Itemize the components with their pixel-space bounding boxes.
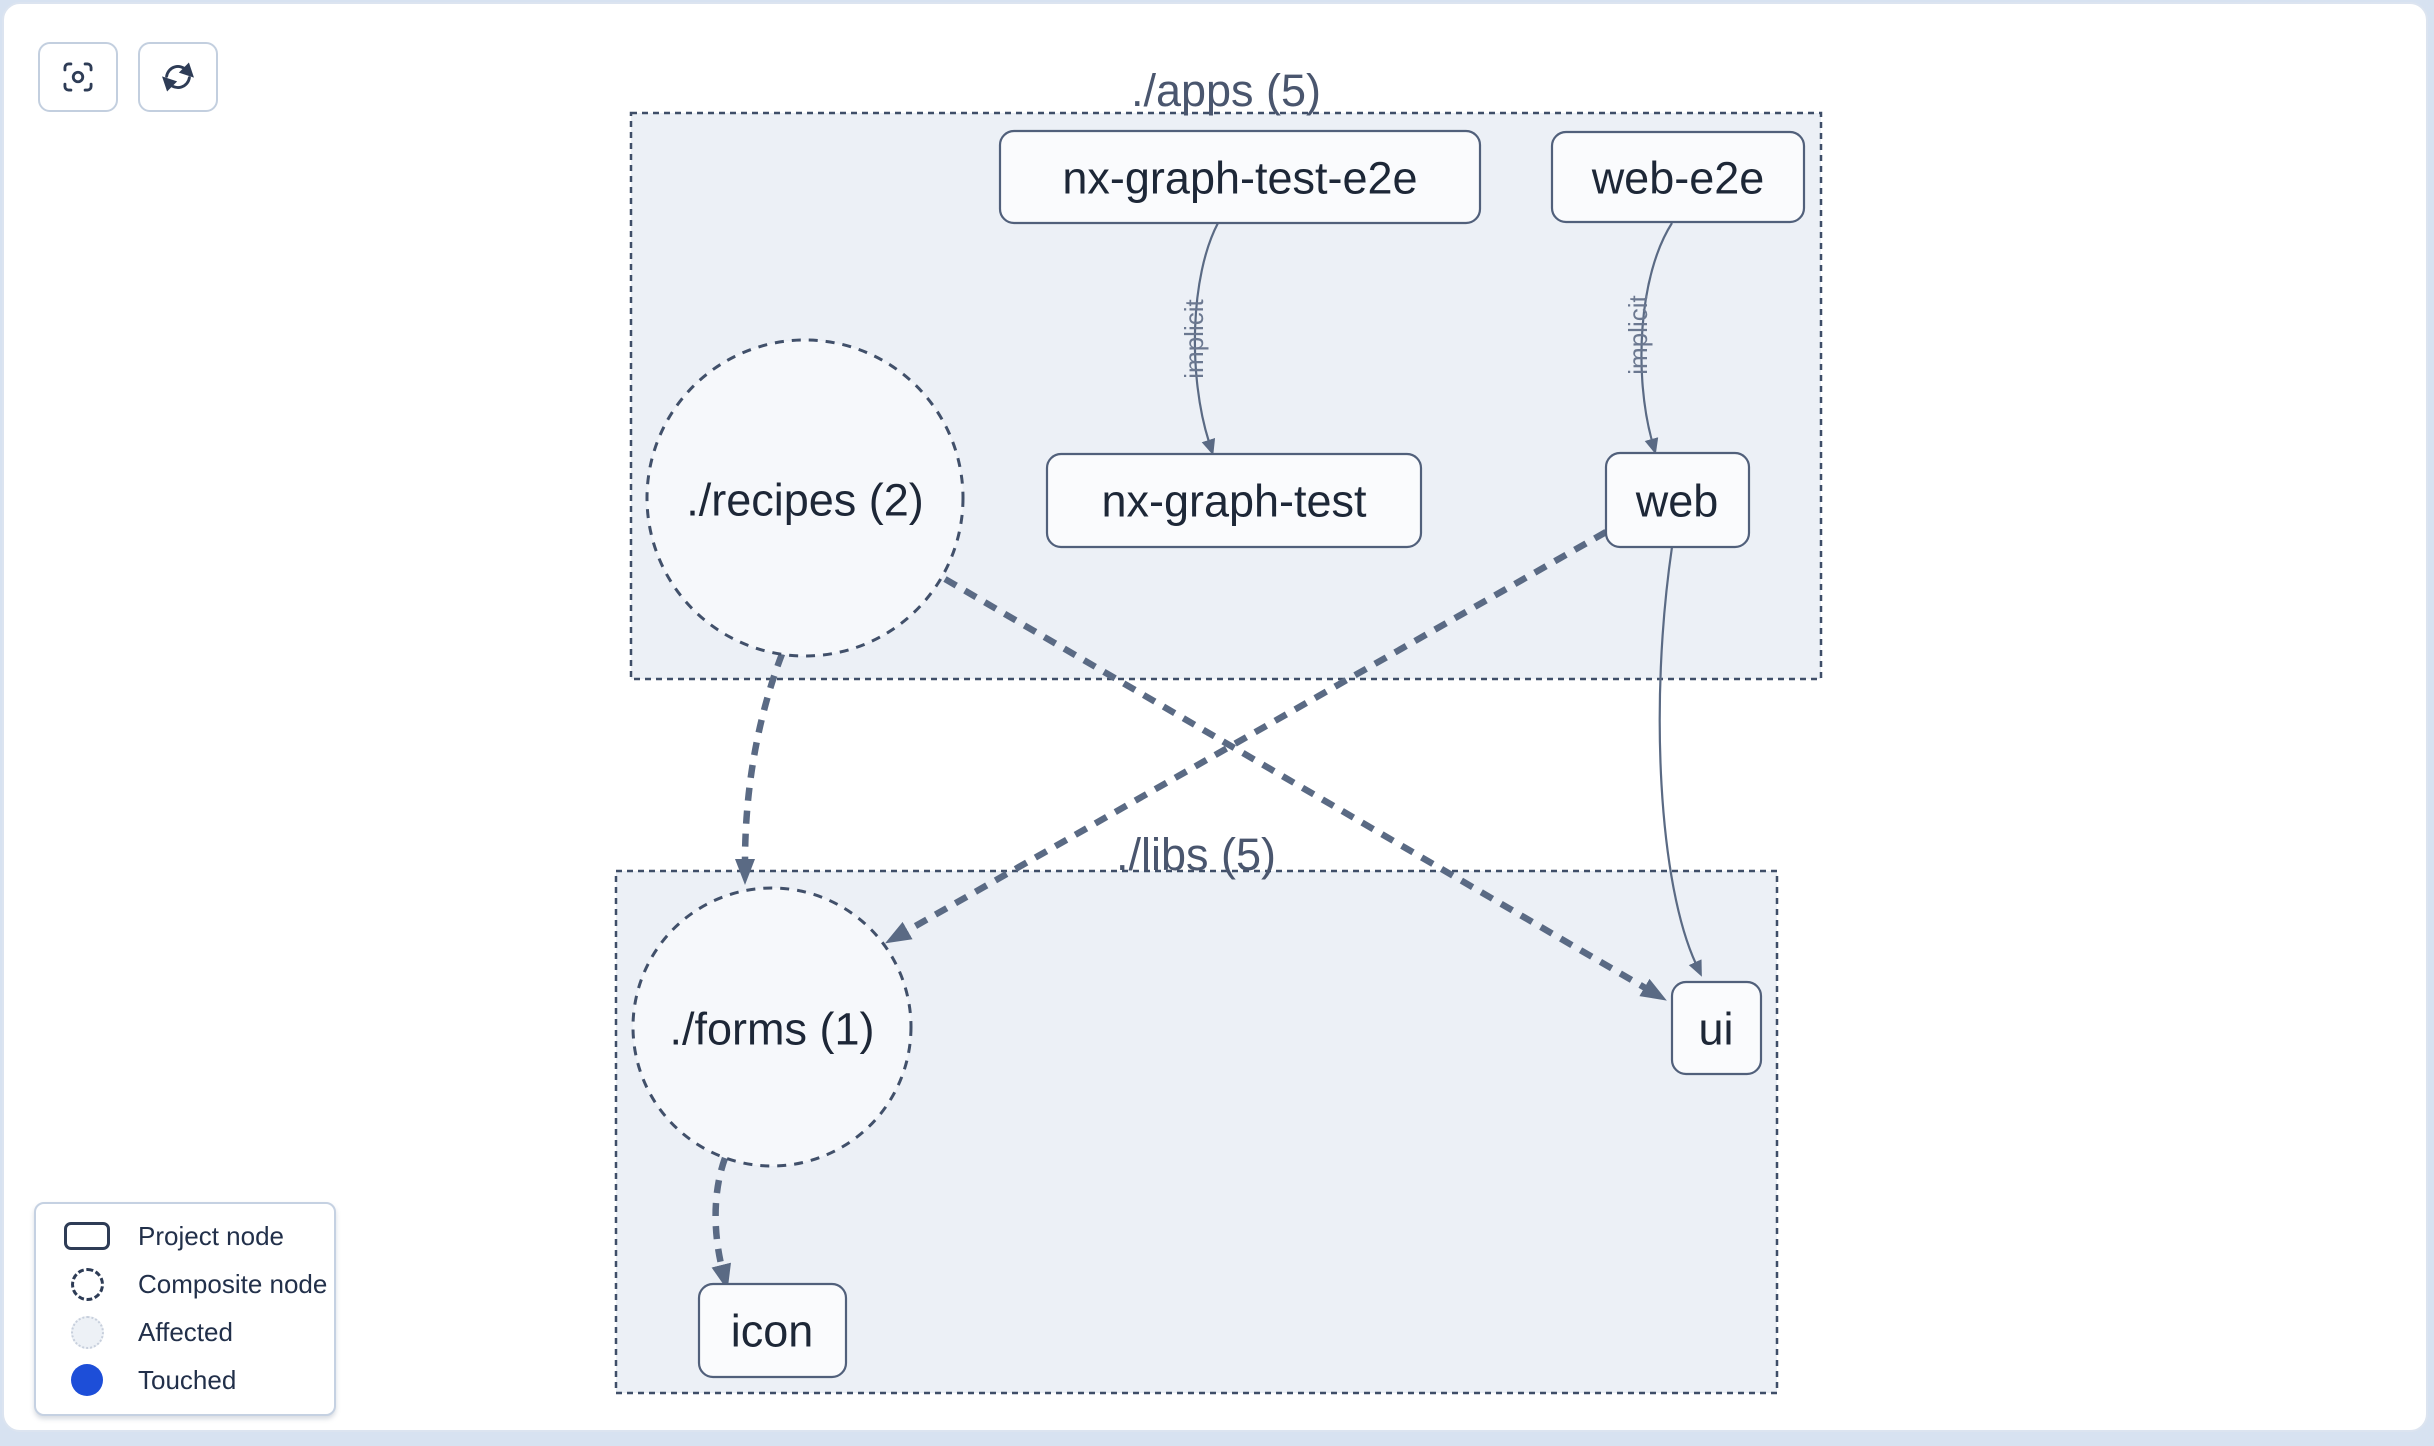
cluster-libs-label: ./libs (5): [1116, 829, 1276, 880]
project-node-ui[interactable]: ui: [1670, 980, 1763, 1076]
composite-node-forms-label: ./forms (1): [669, 1004, 874, 1055]
edge-recipes-to-forms: [735, 652, 786, 885]
edge-label-implicit-1: implicit: [1179, 299, 1209, 379]
project-node-web-e2e[interactable]: web-e2e: [1550, 130, 1806, 224]
project-node-ui-label: ui: [1698, 1004, 1733, 1055]
graph-toolbar: [38, 42, 218, 112]
project-node-web[interactable]: web: [1604, 451, 1751, 549]
project-node-swatch: [64, 1222, 110, 1250]
project-node-icon[interactable]: icon: [697, 1282, 848, 1379]
composite-node-recipes[interactable]: ./recipes (2): [645, 338, 965, 658]
composite-node-swatch: [70, 1267, 104, 1301]
edge-recipes-to-ui: [943, 576, 1667, 1001]
project-node-nx-graph-test-box[interactable]: [1045, 452, 1423, 549]
project-node-nx-graph-test-e2e-label: nx-graph-test-e2e: [1062, 153, 1417, 204]
legend-label-affected: Affected: [138, 1316, 233, 1347]
dependency-graph: ./apps (5) ./libs (5) implicit implicit …: [614, 65, 1823, 1395]
project-node-web-box[interactable]: [1604, 451, 1751, 549]
project-node-icon-box[interactable]: [697, 1282, 848, 1379]
center-viewfinder-icon: [59, 58, 97, 96]
project-node-web-e2e-label: web-e2e: [1591, 153, 1765, 204]
project-node-ui-box[interactable]: [1670, 980, 1763, 1076]
legend-item-affected: Affected: [36, 1308, 334, 1356]
edge-nx-graph-test-e2e-to-nx-graph-test: [1193, 222, 1219, 456]
project-node-web-label: web: [1635, 476, 1719, 527]
refresh-icon: [159, 58, 197, 96]
composite-node-forms[interactable]: ./forms (1): [631, 886, 913, 1168]
composite-node-forms-shape[interactable]: [631, 886, 913, 1168]
project-node-nx-graph-test-e2e[interactable]: nx-graph-test-e2e: [998, 129, 1482, 225]
edge-web-to-ui: [1658, 546, 1702, 977]
legend-label-composite-node: Composite node: [138, 1268, 328, 1299]
touched-swatch: [71, 1364, 103, 1396]
legend-item-touched: Touched: [36, 1356, 334, 1404]
legend-label-project-node: Project node: [138, 1220, 284, 1251]
graph-legend: Project node Composite node Affected Tou…: [34, 1202, 336, 1416]
edge-web-to-forms: [885, 529, 1608, 944]
project-node-icon-label: icon: [731, 1306, 814, 1357]
graph-edges: implicit implicit: [711, 222, 1702, 1291]
project-node-nx-graph-test[interactable]: nx-graph-test: [1045, 452, 1423, 549]
affected-swatch: [70, 1315, 104, 1349]
refresh-graph-button[interactable]: [138, 42, 218, 112]
project-node-nx-graph-test-e2e-box[interactable]: [998, 129, 1482, 225]
cluster-apps-label: ./apps (5): [1131, 65, 1321, 116]
project-node-nx-graph-test-label: nx-graph-test: [1101, 476, 1367, 527]
legend-label-touched: Touched: [138, 1364, 237, 1395]
legend-item-project-node: Project node: [36, 1212, 334, 1260]
composite-node-recipes-shape[interactable]: [645, 338, 965, 658]
edge-web-e2e-to-web: [1640, 222, 1673, 455]
composite-node-recipes-label: ./recipes (2): [686, 475, 924, 526]
edge-forms-to-icon: [711, 1156, 731, 1291]
project-node-web-e2e-box[interactable]: [1550, 130, 1806, 224]
legend-item-composite-node: Composite node: [36, 1260, 334, 1308]
center-graph-button[interactable]: [38, 42, 118, 112]
edge-label-implicit-2: implicit: [1623, 295, 1653, 375]
